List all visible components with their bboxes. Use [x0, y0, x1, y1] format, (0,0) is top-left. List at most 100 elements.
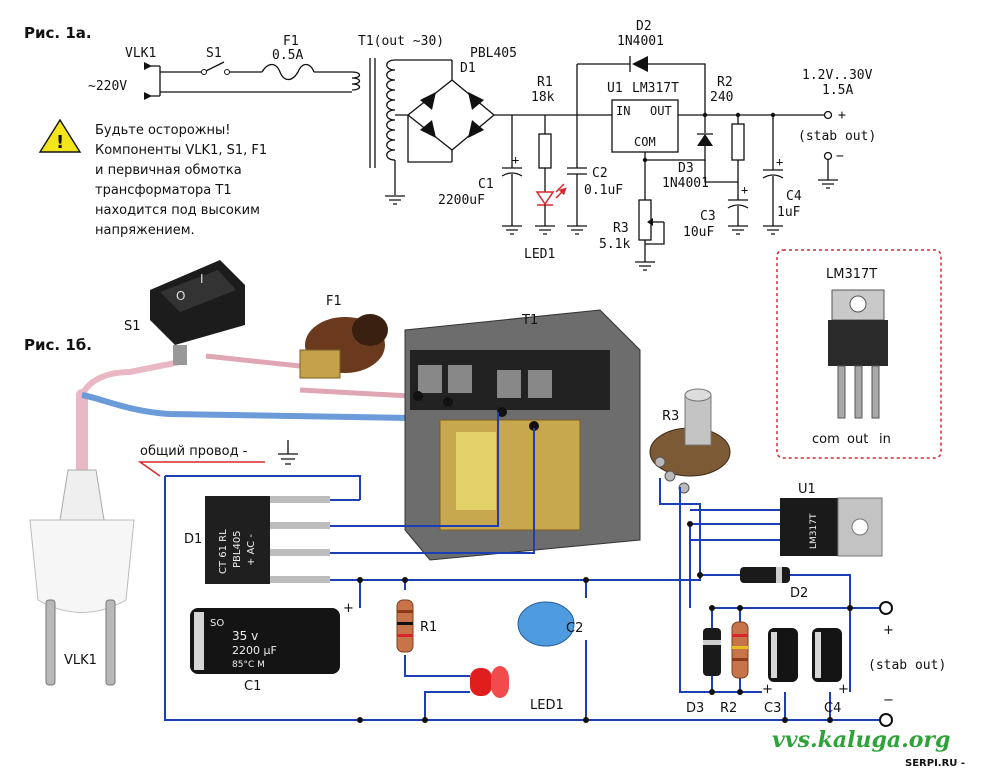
- led1-photo-label: LED1: [530, 698, 564, 713]
- u1-pin-out-label: OUT: [650, 104, 672, 118]
- potentiometer-r3-icon: [649, 388, 731, 494]
- c3-label: C3: [700, 209, 716, 224]
- s1-label: S1: [206, 46, 222, 61]
- potentiometer-r3-symbol: [635, 199, 665, 271]
- warning-line: Компоненты VLK1, S1, F1: [95, 143, 267, 158]
- resistor-r1-icon: [396, 599, 414, 653]
- d2-label: D2: [636, 19, 652, 34]
- d1-label: D1: [460, 61, 476, 76]
- t1-photo-label: T1: [521, 313, 538, 328]
- capacitor-c3-icon: +: [762, 628, 798, 697]
- lm317-pinout-box: LM317T com out in: [776, 249, 942, 459]
- capacitor-c4-icon: +: [812, 628, 849, 697]
- ground-pointer-line: [137, 461, 265, 477]
- c1-label: C1: [478, 177, 494, 192]
- c4-plus-mark: +: [838, 682, 849, 697]
- fig-1a-title: Рис. 1а.: [24, 24, 92, 42]
- output-plus-photo: +: [883, 623, 894, 638]
- r2-photo-label: R2: [720, 701, 737, 716]
- resistor-r2-symbol: [704, 115, 745, 183]
- warning-line: трансформатора T1: [95, 183, 232, 198]
- ground-icon: [278, 440, 298, 465]
- serp-watermark: SERPI.RU -: [905, 758, 965, 769]
- output-minus-photo: −: [883, 693, 894, 708]
- mains-cable: [76, 353, 411, 476]
- c1-brand: SO: [210, 618, 224, 629]
- r3-value-label: 5.1k: [599, 237, 630, 252]
- capacitor-c2-icon: [517, 601, 575, 647]
- c1-rating: 35 v: [232, 629, 258, 643]
- transformer-t1-symbol: [351, 58, 452, 205]
- d3-photo-label: D3: [686, 701, 704, 716]
- s1-photo-label: S1: [124, 319, 141, 334]
- plug-vlk1-label: VLK1: [64, 653, 97, 668]
- r3-label: R3: [613, 221, 629, 236]
- to220-package-icon: [828, 289, 888, 419]
- ground-wire-label: общий провод -: [140, 444, 248, 459]
- mains-voltage-label: ~220V: [88, 79, 127, 94]
- f1-value-label: 0.5A: [272, 48, 303, 63]
- r1-value-label: 18k: [531, 90, 555, 105]
- vlk1-label: VLK1: [125, 46, 156, 61]
- u1-photo-label: U1: [798, 482, 816, 497]
- warning-icon: !: [38, 118, 82, 153]
- svg-text:+: +: [512, 153, 519, 167]
- u1-part-label: LM317T: [632, 81, 679, 96]
- schematic-fig-1a: Рис. 1а. VLK1 ~220V S1 F1 0.5A T1(out ~3…: [24, 19, 876, 271]
- d2-part-label: 1N4001: [617, 34, 664, 49]
- u1-label: U1: [607, 81, 623, 96]
- regulator-u1-icon: LM317T: [780, 497, 883, 557]
- d2-photo-label: D2: [790, 586, 808, 601]
- r2-label: R2: [717, 75, 733, 90]
- c3-value-label: 10uF: [683, 225, 714, 240]
- t1-label: T1(out ~30): [358, 34, 444, 49]
- warning-text: Будьте осторожны! Компоненты VLK1, S1, F…: [95, 123, 267, 238]
- c3-photo-label: C3: [764, 701, 781, 716]
- c3-plus-mark: +: [762, 682, 773, 697]
- c1-value-label: 2200uF: [438, 193, 485, 208]
- d3-label: D3: [678, 161, 694, 176]
- warning-line: находится под высоким: [95, 203, 260, 218]
- svg-text:O: O: [176, 289, 185, 303]
- led1-icon: [470, 666, 509, 698]
- capacitor-c3-symbol: +: [727, 182, 749, 235]
- capacitor-c4-symbol: +: [762, 115, 784, 235]
- svg-text:I: I: [200, 272, 204, 286]
- mains-wiring: [160, 61, 352, 93]
- d3-part-label: 1N4001: [662, 176, 709, 191]
- stab-out-label: (stab out): [798, 129, 876, 144]
- warning-line: и первичная обмотка: [95, 163, 242, 178]
- resistor-r2-icon: [731, 621, 749, 679]
- output-minus-terminal: [818, 151, 838, 189]
- u1-pin-com-label: COM: [634, 135, 656, 149]
- svg-text:+: +: [776, 155, 783, 169]
- rocker-switch-s1-icon: O I: [150, 260, 245, 365]
- svg-text:+: +: [741, 183, 748, 197]
- output-current-label: 1.5A: [822, 83, 853, 98]
- c1-photo-label: C1: [244, 679, 261, 694]
- resistor-r1-led1-symbol: [535, 115, 564, 235]
- led1-label: LED1: [524, 247, 555, 262]
- blue-wiring: [164, 412, 893, 727]
- f1-photo-label: F1: [326, 294, 342, 309]
- r1-label: R1: [537, 75, 553, 90]
- bridge-marking-pins: + AC -: [246, 534, 257, 566]
- c1-plus-mark: +: [343, 601, 354, 616]
- c2-value-label: 0.1uF: [584, 183, 623, 198]
- capacitor-c1-icon: SO 35 v 2200 µF 85°C M +: [190, 601, 354, 674]
- pinout-pin-in: in: [879, 432, 891, 447]
- f1-label: F1: [283, 34, 299, 49]
- bridge-marking-part: PBL405: [232, 530, 243, 568]
- bridge-rectifier-d1-symbol: [406, 60, 612, 163]
- r2-value-label: 240: [710, 90, 733, 105]
- transformer-t1-icon: [404, 309, 641, 561]
- output-range-label: 1.2V..30V: [802, 68, 873, 83]
- u1-pin-in-label: IN: [616, 104, 630, 118]
- bridge-marking-code: CT 61 RL: [218, 529, 229, 574]
- capacitor-c1-symbol: +: [501, 115, 523, 235]
- capacitor-c2-symbol: [567, 64, 587, 235]
- u1-marking: LM317T: [809, 513, 819, 549]
- output-minus-label: −: [836, 149, 844, 164]
- c1-temp: 85°C M: [232, 660, 265, 670]
